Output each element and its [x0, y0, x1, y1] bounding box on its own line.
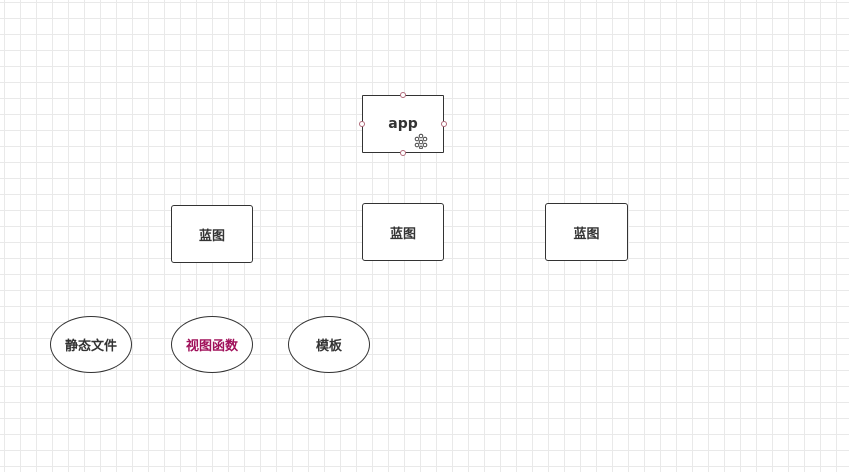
view-functions-label: 视图函数: [185, 339, 238, 354]
move-handle-icon[interactable]: [413, 133, 429, 149]
templates-node[interactable]: 模板: [288, 316, 370, 373]
blueprint-node-2[interactable]: 蓝图: [362, 203, 444, 261]
selection-handle-left[interactable]: [359, 121, 365, 127]
templates-label: 模板: [315, 339, 342, 354]
static-files-node[interactable]: 静态文件: [50, 316, 132, 373]
blueprint-node-1[interactable]: 蓝图: [171, 205, 253, 263]
blueprint-node-3[interactable]: 蓝图: [545, 203, 628, 261]
app-node[interactable]: app: [362, 95, 444, 153]
app-node-label: app: [388, 116, 418, 132]
blueprint-label: 蓝图: [389, 226, 416, 242]
blueprint-label: 蓝图: [573, 226, 600, 242]
static-files-label: 静态文件: [64, 339, 117, 354]
blueprint-label: 蓝图: [198, 228, 225, 244]
selection-handle-top[interactable]: [400, 92, 406, 98]
selection-handle-right[interactable]: [441, 121, 447, 127]
selection-handle-bottom[interactable]: [400, 150, 406, 156]
view-functions-node[interactable]: 视图函数: [171, 316, 253, 373]
